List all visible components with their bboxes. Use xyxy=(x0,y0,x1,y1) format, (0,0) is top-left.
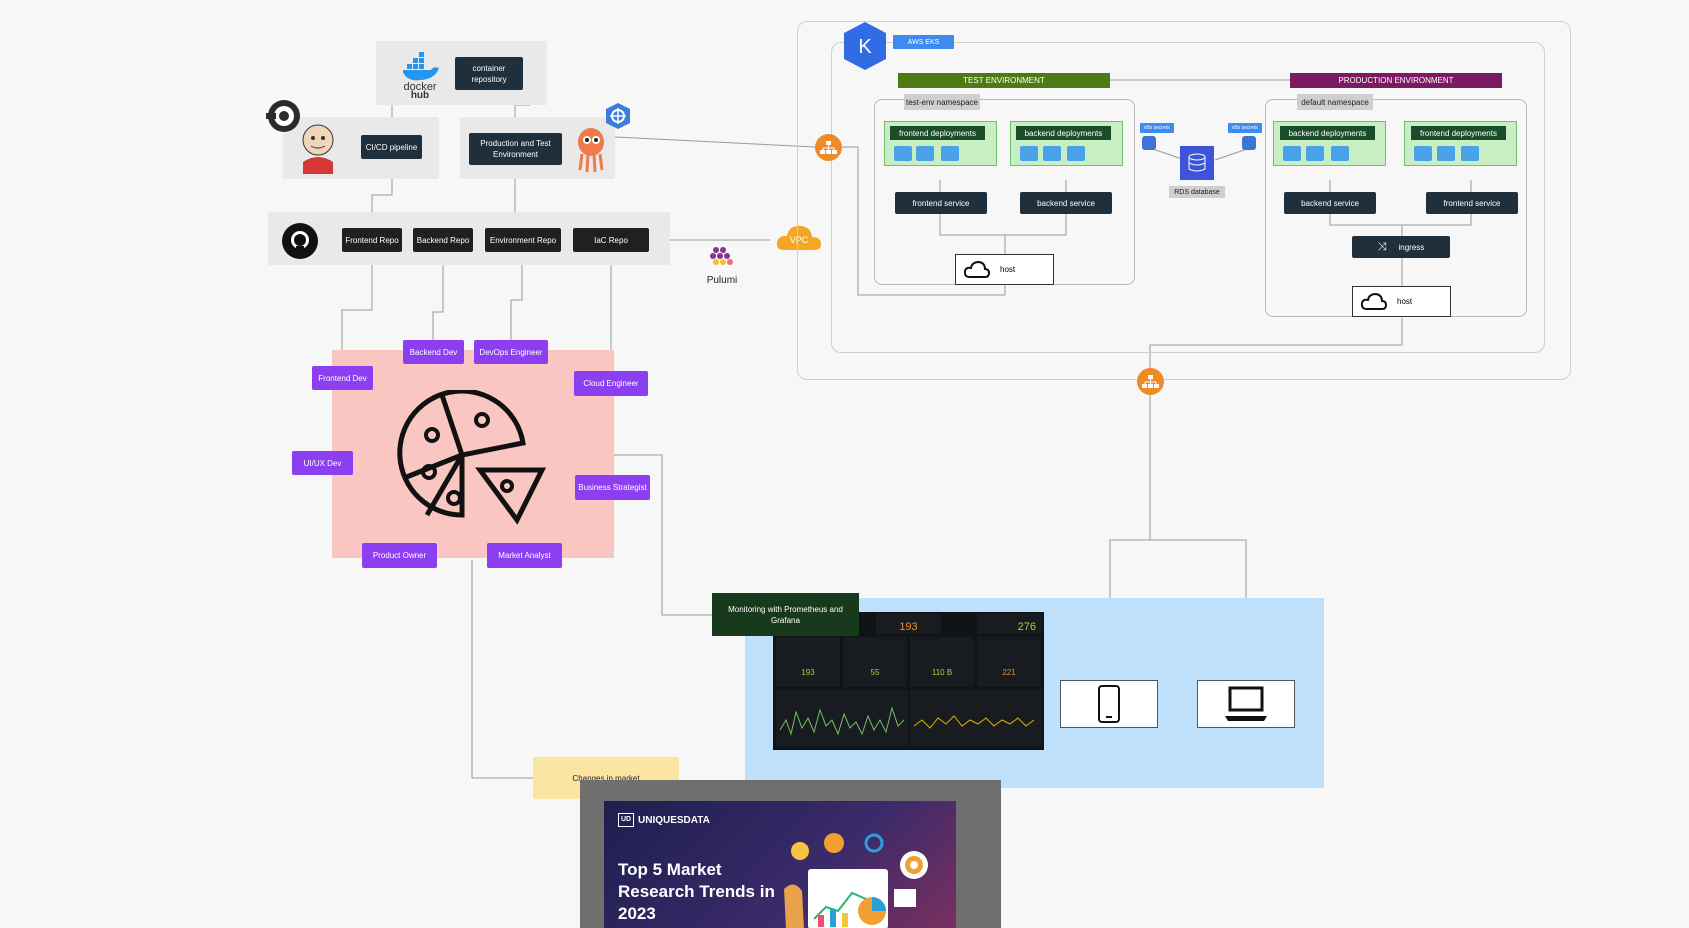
smartphone-icon xyxy=(1098,685,1120,723)
ud-icon: UD xyxy=(618,813,634,827)
lock-icon xyxy=(1242,136,1256,150)
ingress-label: ingress xyxy=(1398,242,1425,252)
backend-dev[interactable]: Backend Dev xyxy=(403,340,464,364)
test-namespace-tag: test-env namespace xyxy=(904,94,980,110)
eks-cluster-boundary xyxy=(831,42,1545,353)
pod-icon xyxy=(941,146,959,161)
pulumi-label: Pulumi xyxy=(706,275,738,286)
shuffle-icon: ⤨ xyxy=(1377,240,1387,253)
test-environment-bar: TEST ENVIRONMENT xyxy=(898,73,1110,88)
logins-graph xyxy=(910,690,1042,746)
environment-repo[interactable]: Environment Repo xyxy=(485,228,561,252)
prod-host[interactable]: host xyxy=(1352,286,1451,317)
host-label: host xyxy=(1000,265,1016,274)
mobile-client[interactable] xyxy=(1060,680,1158,728)
gauge-1: 193 xyxy=(776,637,840,687)
prod-frontend-service[interactable]: frontend service xyxy=(1426,192,1518,214)
product-owner[interactable]: Product Owner xyxy=(362,543,437,568)
test-backend-service[interactable]: backend service xyxy=(1020,192,1112,214)
market-illustration xyxy=(784,833,928,928)
cloud-engineer[interactable]: Cloud Engineer xyxy=(574,371,648,396)
circleci-icon xyxy=(266,98,302,134)
cloud-icon xyxy=(1361,292,1387,310)
ingress[interactable]: ⤨ ingress xyxy=(1352,236,1450,258)
market-analyst[interactable]: Market Analyst xyxy=(487,543,562,568)
host-label: host xyxy=(1397,297,1413,306)
k8s-secrets-tag: k8s secrets xyxy=(1228,123,1262,133)
vpc-boundary xyxy=(797,21,1571,380)
container-repository-box[interactable]: container repository xyxy=(455,57,523,90)
rds-database-icon[interactable] xyxy=(1180,146,1214,180)
gauge-4: 221 xyxy=(977,637,1041,687)
logins-stat: 193 xyxy=(876,614,941,634)
test-host[interactable]: host xyxy=(955,254,1054,285)
vpc-cloud-icon: VPC xyxy=(776,222,822,254)
test-frontend-service[interactable]: frontend service xyxy=(895,192,987,214)
signups-stat: 276 xyxy=(977,614,1042,634)
pod-icon xyxy=(1331,146,1349,161)
memory-graph xyxy=(776,690,908,746)
vpc-label: VPC xyxy=(789,235,809,245)
pod-icon xyxy=(1020,146,1038,161)
brand-name: UNIQUESDATA xyxy=(638,814,710,826)
pizza-icon xyxy=(392,388,552,530)
docker-hub-logo: docker hub xyxy=(395,50,445,101)
pod-icon xyxy=(1414,146,1432,161)
load-balancer-icon[interactable] xyxy=(1137,368,1164,395)
lock-icon xyxy=(1142,136,1156,150)
pod-icon xyxy=(916,146,934,161)
default-namespace-tag: default namespace xyxy=(1297,94,1373,110)
aws-eks-tag: AWS EKS xyxy=(893,35,954,49)
pod-icon xyxy=(1437,146,1455,161)
pod-icon xyxy=(1306,146,1324,161)
pod-icon xyxy=(894,146,912,161)
gauge-2: 55 xyxy=(843,637,907,687)
market-headline: Top 5 Market Research Trends in 2023 xyxy=(618,860,775,923)
pod-icon xyxy=(1283,146,1301,161)
pod-icon xyxy=(1043,146,1061,161)
pulumi-logo: Pulumi xyxy=(703,244,741,286)
iac-repo[interactable]: IaC Repo xyxy=(573,228,649,252)
pod-icon xyxy=(1461,146,1479,161)
uiux-dev[interactable]: UI/UX Dev xyxy=(292,451,353,475)
test-frontend-deployments-label: frontend deployments xyxy=(890,126,985,140)
svg-text:K: K xyxy=(858,36,872,58)
pod-icon xyxy=(1067,146,1085,161)
prod-backend-service[interactable]: backend service xyxy=(1284,192,1376,214)
test-backend-deployments-label: backend deployments xyxy=(1016,126,1111,140)
svg-text:hub: hub xyxy=(411,90,429,98)
frontend-repo[interactable]: Frontend Repo xyxy=(342,228,402,252)
uniquesdata-logo: UD UNIQUESDATA xyxy=(618,813,710,827)
k8s-secrets-tag: k8s secrets xyxy=(1140,123,1174,133)
argo-icon xyxy=(574,124,610,174)
prod-frontend-deployments-label: frontend deployments xyxy=(1411,126,1506,140)
desktop-client[interactable] xyxy=(1197,680,1295,728)
production-environment-bar: PRODUCTION ENVIRONMENT xyxy=(1290,73,1502,88)
market-trends-image: UD UNIQUESDATA Top 5 Market Research Tre… xyxy=(604,801,956,928)
jenkins-icon xyxy=(297,122,339,174)
monitoring-label: Monitoring with Prometheus and Grafana xyxy=(712,593,859,636)
cicd-pipeline-box[interactable]: CI/CD pipeline xyxy=(361,135,422,159)
helm-icon xyxy=(604,102,632,130)
devops-engineer[interactable]: DevOps Engineer xyxy=(474,340,548,364)
cloud-icon xyxy=(964,260,990,278)
github-icon xyxy=(281,222,319,260)
rds-database-label: RDS database xyxy=(1169,186,1225,198)
backend-repo[interactable]: Backend Repo xyxy=(413,228,473,252)
prod-test-env-box[interactable]: Production and Test Environment xyxy=(469,133,562,165)
gauge-3: 110 B xyxy=(910,637,974,687)
kubernetes-icon: K xyxy=(842,21,888,71)
load-balancer-icon[interactable] xyxy=(815,134,842,161)
laptop-icon xyxy=(1225,686,1267,721)
frontend-dev[interactable]: Frontend Dev xyxy=(312,366,373,390)
prod-backend-deployments-label: backend deployments xyxy=(1280,126,1375,140)
business-strategist[interactable]: Business Strategist xyxy=(575,475,650,500)
svg-text:docker: docker xyxy=(403,81,436,93)
